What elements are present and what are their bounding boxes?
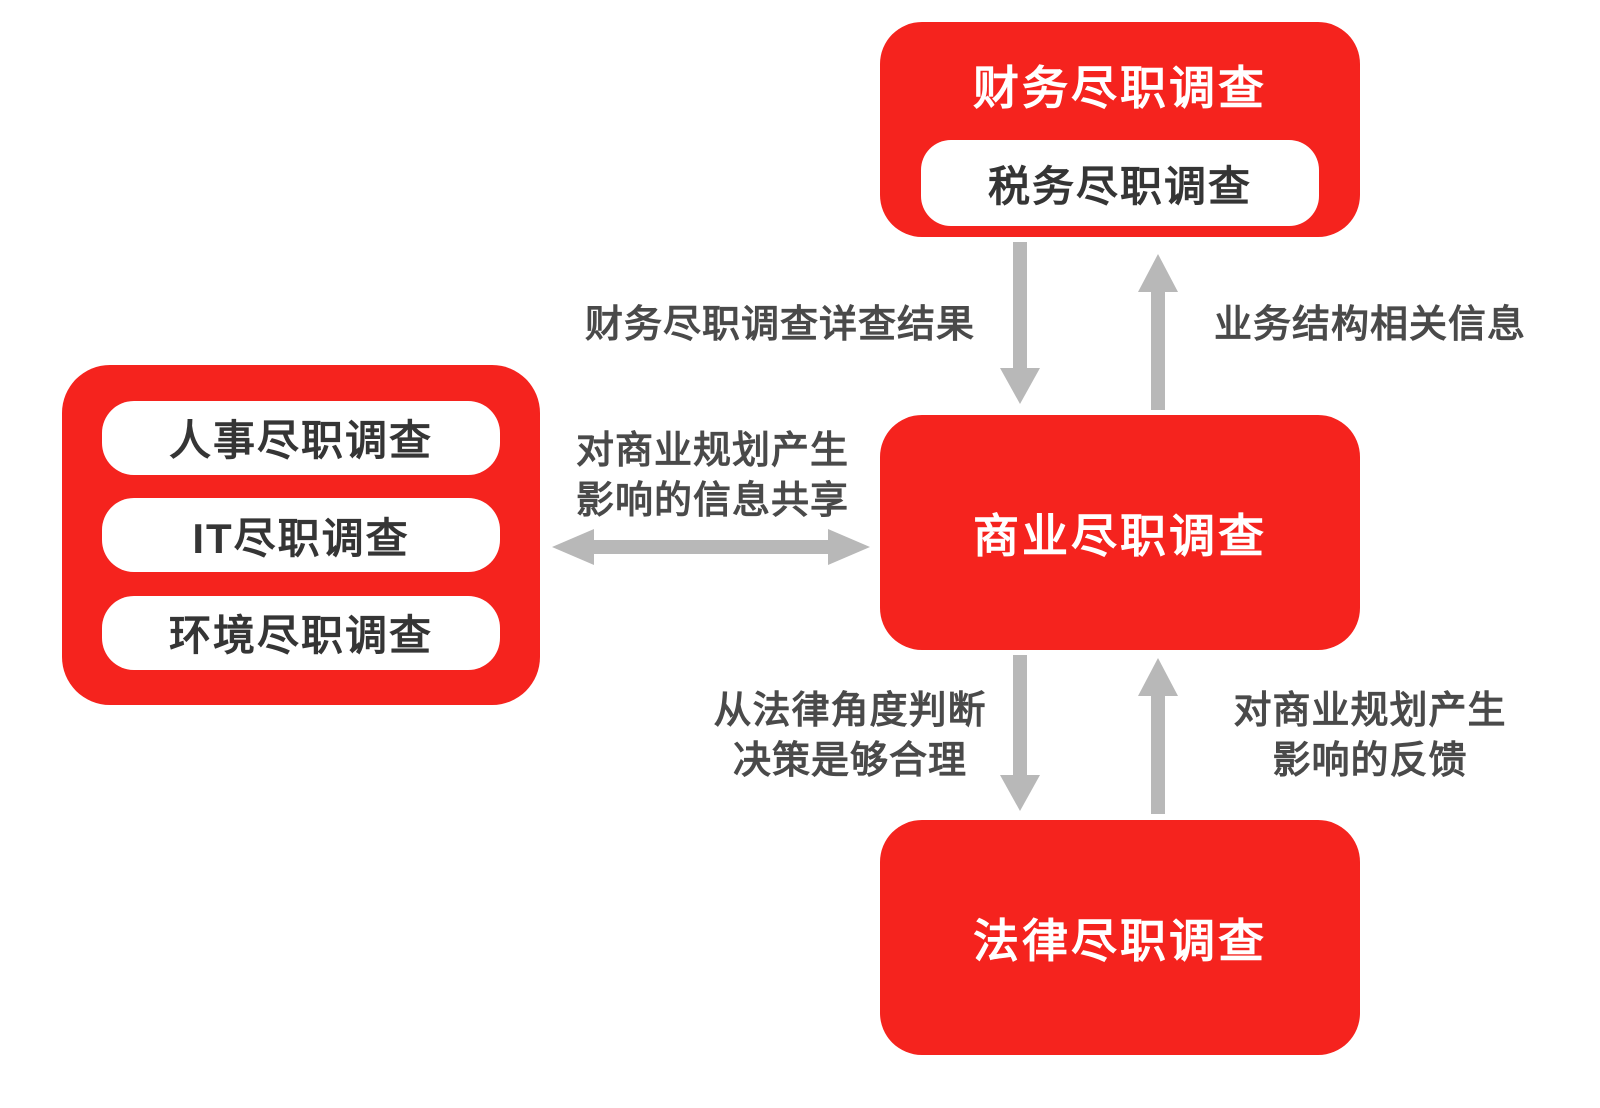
node-left-due-diligence-group: 人事尽职调查 IT尽职调查 环境尽职调查: [62, 365, 540, 705]
edge-label-legal-to-commercial-line2: 影响的反馈: [1272, 740, 1468, 782]
edge-label-legal-to-commercial-line1: 对商业规划产生: [1233, 690, 1507, 732]
edge-label-commercial-to-financial: 业务结构相关信息: [1213, 304, 1526, 346]
node-financial-due-diligence: 财务尽职调查 税务尽职调查: [880, 22, 1360, 237]
tax-due-diligence-pill: 税务尽职调查: [921, 140, 1319, 226]
edge-label-commercial-to-legal: 从法律角度判断 决策是够合理: [690, 686, 1010, 786]
arrow-left-commercial-bidirectional: [552, 529, 870, 565]
financial-due-diligence-title: 财务尽职调查: [973, 62, 1267, 114]
edge-label-legal-to-commercial: 对商业规划产生 影响的反馈: [1200, 686, 1540, 786]
environment-due-diligence-label: 环境尽职调查: [168, 612, 433, 659]
hr-due-diligence-pill: 人事尽职调查: [102, 400, 500, 475]
hr-due-diligence-label: 人事尽职调查: [168, 417, 433, 464]
edge-label-financial-to-commercial: 财务尽职调查详查结果: [584, 304, 975, 346]
edge-label-left-commercial-line2: 影响的信息共享: [575, 480, 849, 522]
commercial-due-diligence-title: 商业尽职调查: [973, 509, 1267, 562]
arrow-financial-to-commercial: [1000, 242, 1040, 404]
edge-label-commercial-to-legal-line1: 从法律角度判断: [713, 690, 987, 732]
tax-due-diligence-label: 税务尽职调查: [987, 162, 1252, 210]
edge-label-left-commercial-line1: 对商业规划产生: [575, 430, 849, 472]
edge-label-left-commercial: 对商业规划产生 影响的信息共享: [540, 426, 885, 526]
node-commercial-due-diligence: 商业尽职调查: [880, 415, 1360, 650]
environment-due-diligence-pill: 环境尽职调查: [102, 595, 500, 670]
legal-due-diligence-title: 法律尽职调查: [973, 914, 1267, 967]
it-due-diligence-label: IT尽职调查: [192, 514, 410, 562]
arrow-commercial-to-financial: [1138, 254, 1178, 410]
arrow-legal-to-commercial: [1138, 658, 1178, 814]
it-due-diligence-pill: IT尽职调查: [102, 498, 500, 572]
edge-label-commercial-to-legal-line2: 决策是够合理: [732, 740, 967, 782]
node-legal-due-diligence: 法律尽职调查: [880, 820, 1360, 1055]
